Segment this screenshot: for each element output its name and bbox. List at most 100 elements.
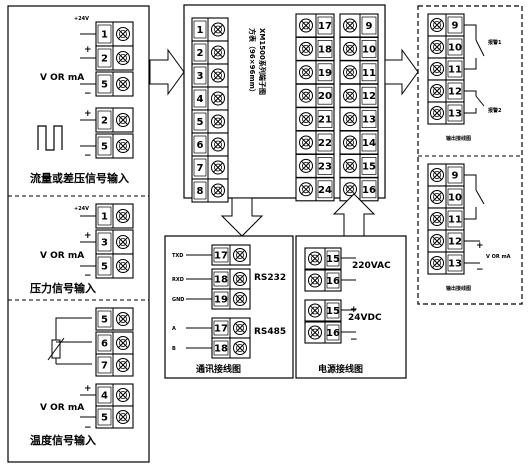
screw-terminal-icon (116, 388, 130, 402)
screw-terminal-icon (116, 312, 130, 326)
pressure-caption: 压力信号输入 (30, 281, 96, 295)
screw-terminal-icon (343, 18, 357, 33)
terminal-9: 9 (427, 13, 465, 37)
terminal-16: 16 (304, 321, 342, 344)
terminal-19: 19 (295, 60, 335, 85)
plus-sign: + (476, 241, 484, 251)
terminal-13: 13 (427, 251, 465, 275)
terminal-3: 3 (95, 229, 134, 255)
screw-terminal-icon (430, 168, 444, 182)
terminal-number: 2 (101, 116, 108, 127)
comm-caption: 通讯接线图 (196, 363, 241, 375)
terminal-number: 7 (101, 361, 108, 372)
screw-terminal-icon (116, 358, 130, 372)
screw-terminal-icon (299, 65, 313, 80)
terminal-number: 15 (326, 254, 340, 265)
screw-terminal-icon (343, 112, 357, 127)
terminal-number: 1 (101, 212, 108, 223)
terminal-21: 21 (295, 107, 335, 132)
screw-terminal-icon (430, 106, 444, 120)
screw-terminal-icon (233, 248, 247, 262)
terminal-number: 16 (326, 276, 340, 287)
screw-terminal-icon (211, 91, 225, 106)
terminal-23: 23 (295, 153, 335, 178)
terminal-number: 5 (101, 413, 108, 424)
terminal-2: 2 (95, 45, 134, 71)
screw-terminal-icon (299, 18, 313, 33)
screw-terminal-icon (430, 256, 444, 270)
comm-signal-label: RXD (172, 277, 184, 283)
terminal-number: 12 (362, 91, 376, 102)
arrow-down-icon (220, 197, 264, 237)
terminal-1: 1 (95, 21, 134, 47)
arrow-up-icon (332, 193, 376, 237)
screw-terminal-icon (343, 41, 357, 56)
terminal-2: 2 (191, 40, 229, 65)
terminal-18: 18 (295, 36, 335, 61)
terminal-number: 3 (101, 238, 108, 249)
terminal-number: 13 (362, 115, 376, 126)
terminal-number: 10 (448, 193, 462, 204)
screw-terminal-icon (343, 88, 357, 103)
terminal-1: 1 (191, 17, 229, 42)
screw-terminal-icon (308, 273, 322, 288)
output-caption: 输出接线图 (446, 285, 471, 292)
terminal-number: 15 (362, 161, 376, 172)
terminal-18: 18 (211, 337, 251, 359)
terminal-number: 14 (362, 138, 376, 149)
screw-terminal-icon (211, 183, 225, 198)
terminal-11: 11 (427, 207, 465, 231)
alarm1-label: 报警1 (488, 39, 502, 46)
screw-terminal-icon (299, 88, 313, 103)
terminal-12: 12 (427, 79, 465, 103)
terminal-number: 11 (448, 215, 462, 226)
screw-terminal-icon (116, 139, 130, 153)
screw-terminal-icon (116, 259, 130, 273)
terminal-24: 24 (295, 177, 335, 202)
screw-terminal-icon (430, 212, 444, 226)
screw-terminal-icon (430, 40, 444, 54)
terminal-5: 5 (95, 71, 134, 97)
screw-terminal-icon (430, 18, 444, 32)
screw-terminal-icon (116, 209, 130, 223)
screw-terminal-icon (343, 135, 357, 150)
terminal-15: 15 (304, 299, 342, 322)
terminal-number: 10 (448, 43, 462, 54)
terminal-3: 3 (191, 63, 229, 88)
terminal-4: 4 (191, 86, 229, 111)
screw-terminal-icon (308, 251, 322, 266)
minus-sign: − (84, 151, 92, 161)
screw-terminal-icon (116, 27, 130, 41)
terminal-5: 5 (95, 307, 134, 331)
plus24-label: +24V (74, 206, 89, 212)
terminal-number: 18 (318, 44, 332, 55)
terminal-20: 20 (295, 83, 335, 108)
rs232-label: RS232 (254, 273, 286, 283)
terminal-number: 4 (101, 391, 108, 402)
minus-sign: − (84, 271, 92, 281)
terminal-22: 22 (295, 130, 335, 155)
screw-terminal-icon (116, 51, 130, 65)
terminal-number: 1 (197, 25, 204, 36)
rs485-label: RS485 (254, 327, 286, 337)
plus-sign: + (350, 305, 358, 315)
screw-terminal-icon (116, 410, 130, 424)
terminal-number: 19 (318, 68, 332, 79)
screw-terminal-icon (211, 22, 225, 37)
screw-terminal-icon (430, 84, 444, 98)
terminal-number: 5 (101, 80, 108, 91)
terminal-11: 11 (339, 60, 379, 85)
terminal-15: 15 (304, 247, 342, 270)
plus-sign: + (84, 384, 92, 394)
terminal-18: 18 (211, 268, 251, 290)
terminal-number: 10 (362, 44, 376, 55)
terminal-17: 17 (295, 13, 335, 38)
comm-signal-label: A (172, 326, 176, 332)
terminal-5: 5 (95, 253, 134, 279)
alarm2-label: 报警2 (488, 107, 502, 114)
screw-terminal-icon (116, 336, 130, 350)
